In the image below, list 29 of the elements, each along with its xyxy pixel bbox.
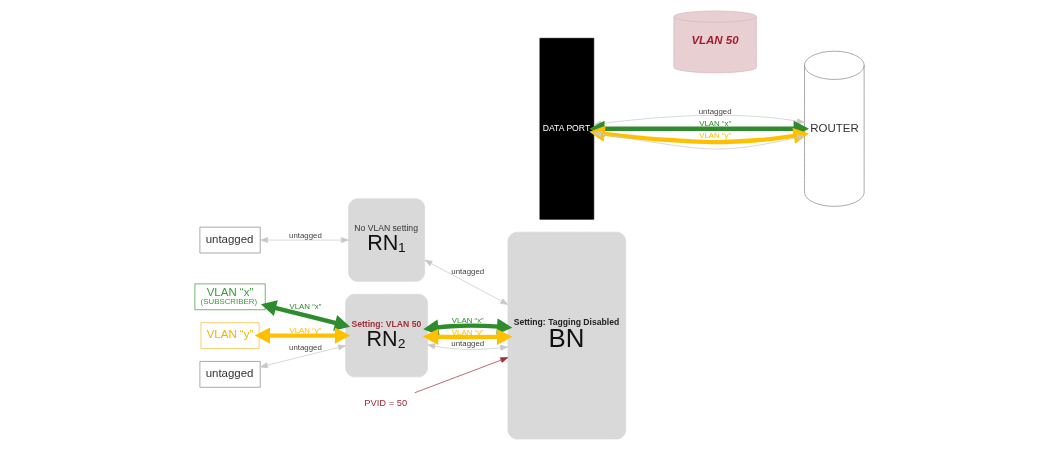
node-box: Setting: VLAN 50 RN₂ — [345, 293, 428, 378]
node-box: VLAN “x” (SUBSCRIBER) — [194, 283, 266, 311]
node-box: untagged — [199, 226, 261, 254]
arrow — [422, 328, 513, 346]
arrow — [427, 343, 509, 351]
arrow — [260, 300, 351, 331]
edge-label: VLAN “x” — [289, 301, 322, 311]
node-text: PVID = 50 — [364, 397, 408, 408]
edge-label: untagged — [289, 230, 322, 240]
edge-label: untagged — [451, 266, 485, 276]
node-box: DATA PORT — [539, 37, 595, 220]
arrow — [423, 318, 513, 336]
edge-label: VLAN “x” — [451, 316, 484, 326]
edge-label: VLAN “y” — [699, 130, 732, 140]
arrow — [593, 131, 805, 150]
arrow — [424, 259, 509, 305]
node-box: No VLAN setting RN₁ — [348, 198, 426, 282]
arrow — [589, 125, 809, 145]
edge-label: untagged — [451, 339, 485, 349]
edge-label: untagged — [698, 106, 732, 116]
arrow — [259, 237, 349, 243]
edge-label: VLAN “x” — [699, 119, 732, 129]
node-box: untagged — [199, 361, 261, 388]
node-box: VLAN “y” — [200, 322, 260, 349]
node-box: Setting: Tagging Disabled BN — [507, 231, 627, 440]
arrow — [259, 344, 346, 369]
arrow — [414, 357, 509, 394]
edge-label: untagged — [289, 342, 322, 352]
arrow — [254, 327, 351, 344]
